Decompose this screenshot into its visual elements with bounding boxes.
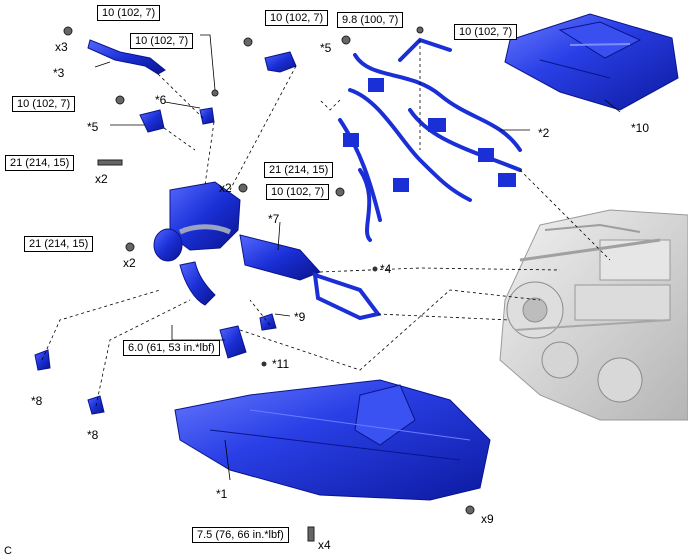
quantity-label: x9: [481, 512, 494, 526]
callout-label: *8: [87, 428, 99, 442]
dot-marker-11: [261, 361, 267, 367]
wire-harness: [338, 37, 522, 242]
torque-label: 10 (102, 7): [12, 96, 76, 112]
torque-label: 10 (102, 7): [265, 10, 329, 26]
clip-part: [199, 107, 215, 125]
engine-cover: [504, 13, 679, 111]
callout-label: *11: [272, 357, 290, 371]
quantity-label: x2: [95, 172, 108, 186]
quantity-label: x4: [318, 538, 331, 552]
torque-label: 21 (214, 15): [264, 162, 334, 178]
torque-label: 9.8 (100, 7): [337, 12, 404, 28]
torque-label: 10 (102, 7): [130, 33, 194, 49]
bracket-small-left: [139, 109, 165, 133]
torque-label: 21 (214, 15): [5, 155, 75, 171]
quantity-label: x2: [123, 256, 136, 270]
small-bracket-9: [259, 313, 277, 331]
callout-label: *10: [631, 121, 650, 135]
callout-label: *8: [31, 394, 43, 408]
callout-label: *5: [320, 41, 332, 55]
torque-label: 10 (102, 7): [454, 24, 518, 40]
callout-label: *6: [155, 93, 167, 107]
bracket-small-upper: [264, 51, 297, 73]
torque-label: 7.5 (76, 66 in.*lbf): [192, 527, 289, 543]
figure-corner-mark: C: [4, 545, 12, 557]
dashed-leader-lines: [41, 40, 611, 407]
gasket-part: [312, 272, 382, 321]
callout-label: *4: [380, 262, 392, 276]
torque-label: 6.0 (61, 53 in.*lbf): [123, 340, 220, 356]
callout-label: *7: [268, 212, 280, 226]
torque-label: 10 (102, 7): [97, 5, 161, 21]
callout-label: *2: [538, 126, 550, 140]
bolt-icons: [63, 26, 475, 542]
callout-label: *9: [294, 310, 306, 324]
turbocharger-assembly: [153, 181, 241, 306]
bracket-8-left: [34, 349, 51, 371]
pipe-fitting-11: [219, 325, 247, 359]
quantity-label: x3: [55, 40, 68, 54]
callout-label: *3: [53, 66, 65, 80]
quantity-label: x2: [219, 181, 232, 195]
torque-label: 21 (214, 15): [24, 236, 94, 252]
callout-label: *1: [216, 487, 228, 501]
exhaust-manifold: [239, 234, 321, 281]
engine-undercover: [174, 379, 491, 501]
torque-label: 10 (102, 7): [266, 184, 330, 200]
dot-marker-4: [372, 266, 378, 272]
callout-label: *5: [87, 120, 99, 134]
engine-illustration: [499, 209, 688, 421]
